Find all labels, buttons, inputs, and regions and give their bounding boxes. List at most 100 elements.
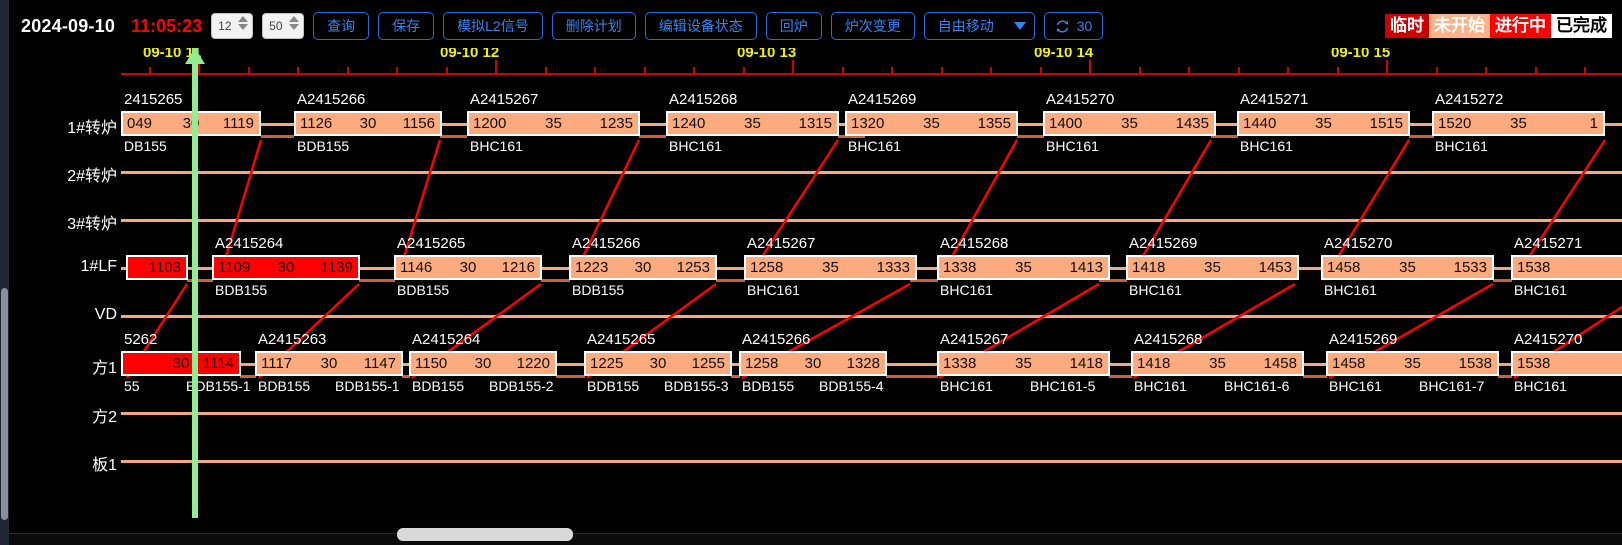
task-heat-id: A2415265 <box>587 331 656 348</box>
current-date: 2024-09-10 <box>21 15 116 36</box>
sequence-link <box>838 135 865 138</box>
reheat-button[interactable]: 回炉 <box>765 12 822 40</box>
heat-change-button[interactable]: 炉次变更 <box>830 12 915 40</box>
sequence-link <box>1498 375 1512 378</box>
task-end-time: 1235 <box>599 115 633 132</box>
axis-tick-minor <box>1435 67 1438 74</box>
task-heat-id: A2415267 <box>470 91 539 108</box>
task-heat-id: A2415270 <box>1514 331 1583 348</box>
minutes-spinner-arrows[interactable] <box>289 16 300 30</box>
task-start-time: 1109 <box>218 259 251 276</box>
task-end-time: 1139 <box>320 259 353 276</box>
axis-tick-minor <box>594 67 596 74</box>
task-heat-id: A2415270 <box>1046 91 1115 108</box>
task-spec-label: BDB155-1 <box>335 378 400 394</box>
task-end-time: 1114 <box>202 355 234 372</box>
refresh-interval-button[interactable]: 30 <box>1043 12 1104 40</box>
task-start-time: 1538 <box>1517 259 1551 276</box>
horizontal-scrollbar-track[interactable] <box>9 533 1622 545</box>
row-label-4: VD <box>94 306 117 323</box>
task-end-time: 1119 <box>222 115 254 132</box>
task-duration: 35 <box>1510 115 1527 132</box>
task-duration: 35 <box>1015 259 1032 276</box>
task-duration: 35 <box>822 259 839 276</box>
sequence-link <box>1017 135 1044 138</box>
move-mode-value: 自由移动 <box>937 18 994 34</box>
chevron-down-icon[interactable] <box>1013 22 1026 30</box>
task-spec-label: BHC161-7 <box>1419 378 1485 394</box>
task-spec-label: BDB155-1 <box>186 378 251 394</box>
vertical-scrollbar-thumb[interactable] <box>1 288 8 520</box>
task-start-time: 1400 <box>1049 115 1083 132</box>
chevron-up-icon[interactable] <box>238 16 249 22</box>
horizontal-scrollbar[interactable] <box>9 527 1622 545</box>
move-mode-select[interactable]: 自由移动 <box>923 12 1035 40</box>
task-heat-id: A2415270 <box>1324 235 1393 252</box>
query-button[interactable]: 查询 <box>313 12 370 40</box>
chevron-up-icon[interactable] <box>289 16 300 22</box>
delete-plan-button[interactable]: 删除计划 <box>551 12 636 40</box>
task-grade-label: BHC161 <box>1129 282 1182 298</box>
chevron-down-icon[interactable] <box>238 24 249 30</box>
task-bar[interactable]: 1538 <box>1511 255 1622 280</box>
save-button[interactable]: 保存 <box>378 12 435 40</box>
sequence-link <box>187 279 213 282</box>
task-grade-label: BHC161 <box>1329 378 1382 394</box>
sequence-link <box>240 375 256 378</box>
edit-device-state-button[interactable]: 编辑设备状态 <box>644 12 757 40</box>
axis-tick-minor <box>841 67 844 74</box>
task-end-time: 1253 <box>676 259 710 276</box>
task-heat-id: A2415264 <box>215 235 284 252</box>
axis-tick-minor <box>1584 67 1586 74</box>
task-duration: 35 <box>1121 115 1138 132</box>
axis-tick-minor <box>1039 67 1042 74</box>
chevron-down-icon[interactable] <box>289 24 300 30</box>
sequence-link <box>1109 375 1132 378</box>
task-bar[interactable]: 1103 <box>126 255 188 280</box>
task-end-time: 1 <box>1589 115 1598 132</box>
task-end-time: 1333 <box>876 259 910 276</box>
hours-spinner-arrows[interactable] <box>238 16 249 30</box>
task-end-time: 1328 <box>846 355 880 372</box>
minutes-spinner[interactable]: 50 <box>262 13 305 39</box>
task-end-time: 1355 <box>977 115 1011 132</box>
task-end-time: 1533 <box>1453 259 1487 276</box>
task-grade-label: BHC161 <box>1514 282 1567 298</box>
vertical-scrollbar[interactable] <box>0 0 9 545</box>
hours-spinner[interactable]: 12 <box>211 13 254 39</box>
task-end-time: 1515 <box>1369 115 1403 132</box>
task-bar[interactable]: 1538 <box>1511 351 1622 376</box>
axis-tick-minor <box>693 67 695 74</box>
task-heat-id: A2415271 <box>1514 235 1583 252</box>
horizontal-scrollbar-thumb[interactable] <box>397 528 573 541</box>
row-label-5: 方1 <box>92 360 117 377</box>
task-start-time: 1458 <box>1327 259 1361 276</box>
axis-tick-minor <box>742 67 745 74</box>
simulate-l2-signal-button[interactable]: 模拟L2信号 <box>443 12 543 40</box>
legend-in-progress: 进行中 <box>1490 14 1551 38</box>
